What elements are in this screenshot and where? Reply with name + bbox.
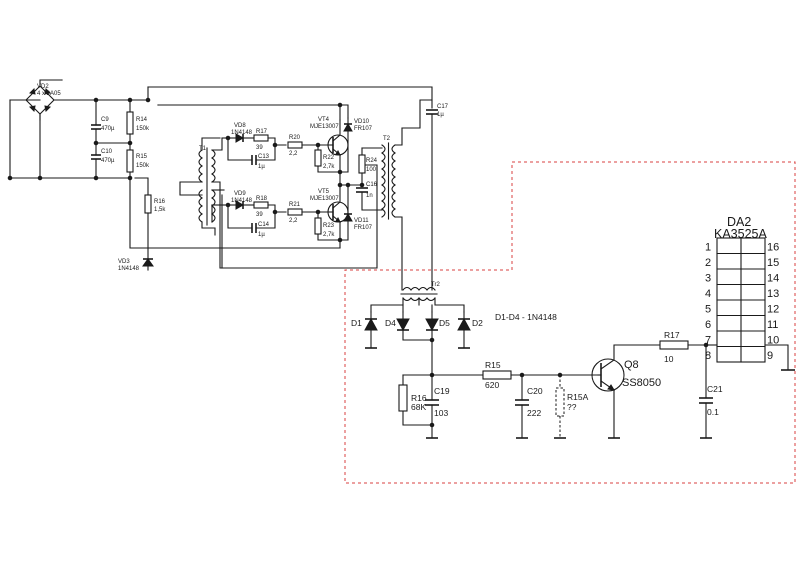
r21-label: R21 bbox=[289, 202, 301, 208]
vt4-label: VT4 bbox=[318, 117, 330, 123]
transformer-tr2 bbox=[370, 286, 465, 313]
ic-pin-right-15: 15 bbox=[767, 257, 779, 269]
c10-value: 470µ bbox=[101, 158, 115, 164]
vd11-value: FR107 bbox=[354, 225, 373, 231]
ic-pin-left-5: 5 bbox=[705, 304, 711, 316]
r15a-label: R15A bbox=[567, 392, 589, 402]
vd3-label: VD3 bbox=[118, 259, 130, 265]
vd10-value: FR107 bbox=[354, 126, 373, 132]
c14-value: 1µ bbox=[258, 232, 265, 238]
vd8-value: 1N4148 bbox=[231, 130, 253, 136]
r24-value: 100 bbox=[366, 167, 377, 173]
r15-right-label: R15 bbox=[485, 360, 501, 370]
c21-value: 0.1 bbox=[707, 407, 719, 417]
c17-value: 1µ bbox=[437, 112, 444, 118]
vd2-value: 4 x 2A05 bbox=[37, 91, 61, 97]
ic-pin-left-3: 3 bbox=[705, 273, 711, 285]
r17-right-label: R17 bbox=[664, 330, 680, 340]
r24-label: R24 bbox=[366, 158, 378, 164]
vd10-label: VD10 bbox=[354, 119, 370, 125]
ic-pin-left-8: 8 bbox=[705, 350, 711, 362]
vd3-value: 1N4148 bbox=[118, 266, 140, 272]
c13-value: 1µ bbox=[258, 164, 265, 170]
t1-label: T1 bbox=[199, 146, 207, 152]
c16-label: C16 bbox=[366, 182, 378, 188]
c16-value: 1n bbox=[366, 193, 373, 199]
r22-value: 2,7k bbox=[323, 164, 335, 170]
c10-label: C10 bbox=[101, 149, 113, 155]
r16-right-value: 68K bbox=[411, 402, 426, 412]
ic-pin-right-12: 12 bbox=[767, 304, 779, 316]
vd11-label: VD11 bbox=[354, 218, 369, 224]
ic-pin-right-11: 11 bbox=[767, 319, 778, 331]
r18-label: R18 bbox=[256, 196, 268, 202]
q8-value: SS8050 bbox=[622, 377, 661, 389]
vt5-label: VT5 bbox=[318, 189, 330, 195]
d2-label: D2 bbox=[472, 318, 483, 328]
r18-value: 39 bbox=[256, 212, 263, 218]
r17-upper-label: R17 bbox=[256, 129, 268, 135]
c13-label: C13 bbox=[258, 154, 270, 160]
c21-label: C21 bbox=[707, 384, 723, 394]
r23-label: R23 bbox=[323, 223, 335, 229]
c14-label: C14 bbox=[258, 222, 270, 228]
r16-left-label: R16 bbox=[154, 199, 166, 205]
ic-pin-left-2: 2 bbox=[705, 257, 711, 269]
r22-label: R22 bbox=[323, 155, 335, 161]
r15-left-value: 150k bbox=[136, 163, 150, 169]
r14-label: R14 bbox=[136, 117, 148, 123]
control-board-boundary bbox=[344, 161, 796, 484]
ic-pin-left-7: 7 bbox=[705, 335, 711, 347]
c20-label: C20 bbox=[527, 386, 543, 396]
t2-label: T2 bbox=[383, 136, 391, 142]
ic-pin-right-16: 16 bbox=[767, 242, 779, 254]
ic-pin-left-6: 6 bbox=[705, 319, 711, 331]
vd8-label: VD8 bbox=[234, 123, 246, 129]
da2-value: KA3525A bbox=[714, 227, 767, 241]
c19-label: C19 bbox=[434, 386, 450, 396]
ic-pins: 1 16 2 15 3 14 4 13 5 12 6 11 7 10 8 9 bbox=[705, 237, 779, 363]
r15a-value: ?? bbox=[567, 402, 577, 412]
r20-value: 2,2 bbox=[289, 151, 298, 157]
r23-value: 2,7k bbox=[323, 232, 335, 238]
d5-label: D5 bbox=[439, 318, 450, 328]
r14-value: 150k bbox=[136, 126, 150, 132]
tr2-label: Tr2 bbox=[431, 282, 440, 288]
vd9-value: 1N4148 bbox=[231, 198, 253, 204]
vt4-value: MJE13007 bbox=[310, 124, 339, 130]
d1-label: D1 bbox=[351, 318, 362, 328]
r21-value: 2,2 bbox=[289, 218, 298, 224]
ic-pin-right-14: 14 bbox=[767, 273, 779, 285]
c9-value: 470µ bbox=[101, 126, 115, 132]
diode-note: D1-D4 - 1N4148 bbox=[495, 312, 557, 322]
r17-right-value: 10 bbox=[664, 354, 674, 364]
c9-label: C9 bbox=[101, 117, 109, 123]
da2-label: DA2 bbox=[727, 215, 751, 229]
r15-left-label: R15 bbox=[136, 154, 148, 160]
r20-label: R20 bbox=[289, 135, 301, 141]
q8-label: Q8 bbox=[624, 359, 639, 371]
d4-label: D4 bbox=[385, 318, 396, 328]
ic-pin-right-10: 10 bbox=[767, 335, 779, 347]
vt5-value: MJE13007 bbox=[310, 196, 339, 202]
r17-upper-value: 39 bbox=[256, 145, 263, 151]
vd9-label: VD9 bbox=[234, 191, 246, 197]
r16-right-label: R16 bbox=[411, 393, 427, 403]
r15-right-value: 620 bbox=[485, 380, 499, 390]
c19-value: 103 bbox=[434, 408, 448, 418]
ic-pin-right-13: 13 bbox=[767, 288, 779, 300]
c17-label: C17 bbox=[437, 104, 449, 110]
ic-da2 bbox=[705, 237, 795, 371]
vd2-label: VD2 bbox=[37, 84, 49, 90]
transformer-t1 bbox=[179, 137, 378, 269]
ic-pin-right-9: 9 bbox=[767, 350, 773, 362]
transformer-t2 bbox=[381, 127, 403, 291]
ic-pin-left-1: 1 bbox=[705, 242, 711, 254]
c20-value: 222 bbox=[527, 408, 541, 418]
ic-pin-left-4: 4 bbox=[705, 288, 711, 300]
r16-left-value: 1,5k bbox=[154, 207, 166, 213]
